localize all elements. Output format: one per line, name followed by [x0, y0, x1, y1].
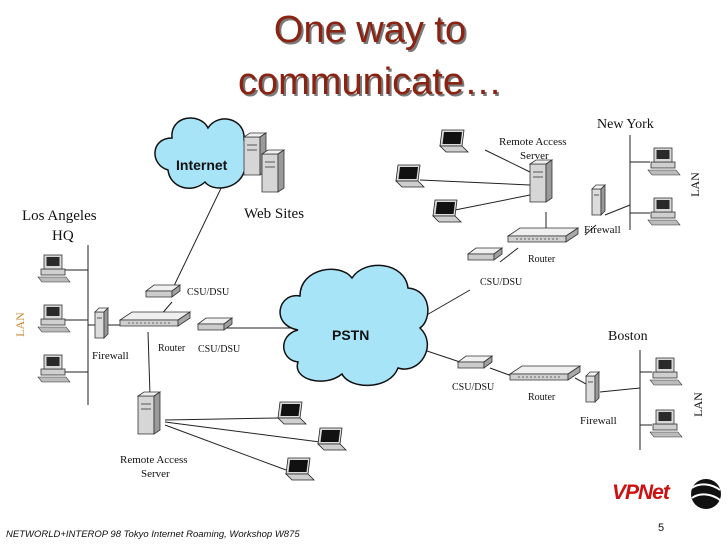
ny-remote-access-label: Remote Access [499, 136, 567, 148]
boston-pc-icon [649, 357, 683, 386]
laptop-icon [432, 199, 462, 223]
boston-lan-label: LAN [690, 392, 705, 417]
ny-pc-icon [647, 197, 681, 226]
la-csu-dsu-icon [197, 317, 233, 331]
la-csu-dsu-right-label: CSU/DSU [198, 344, 241, 355]
boston-csu-dsu-icon [457, 355, 493, 369]
ny-lan-label: LAN [687, 172, 702, 197]
page-number: 5 [658, 522, 665, 534]
ny-server-label: Server [520, 150, 549, 162]
boston-csu-dsu-label: CSU/DSU [452, 382, 495, 393]
pstn-cloud [279, 264, 429, 386]
footer-text: NETWORLD+INTEROP 98 Tokyo Internet Roami… [6, 529, 300, 540]
laptop-icon [277, 401, 307, 425]
new-york-location-label: New York [597, 117, 654, 132]
ny-csu-dsu-icon [467, 247, 503, 261]
la-pc-icon [37, 254, 71, 283]
la-pc-icon [37, 354, 71, 383]
la-router-label: Router [158, 343, 186, 354]
la-csu-dsu-top-label: CSU/DSU [187, 287, 230, 298]
ny-firewall-label: Firewall [584, 224, 621, 236]
internet-cloud [154, 117, 259, 189]
laptop-icon [317, 427, 347, 451]
la-server-label: Server [141, 468, 170, 480]
boston-firewall-label: Firewall [580, 415, 617, 427]
boston-pc-icon [649, 409, 683, 438]
hq-label: HQ [52, 228, 74, 244]
la-pc-icon [37, 304, 71, 333]
ny-pc-icon [647, 147, 681, 176]
la-remote-access-server-icon [137, 391, 161, 435]
la-csu-dsu-icon [145, 284, 181, 298]
la-firewall-icon [94, 307, 109, 339]
ny-router-icon [507, 227, 579, 243]
la-location-label: Los Angeles [22, 208, 97, 224]
web-sites-label: Web Sites [244, 206, 305, 222]
la-lan-label: LAN [12, 312, 27, 337]
boston-router-icon [509, 365, 581, 381]
boston-location-label: Boston [608, 329, 648, 344]
title-line-2: communicate… [238, 61, 502, 103]
ny-remote-access-server-icon [529, 159, 553, 203]
ny-firewall-icon [591, 184, 606, 216]
internet-label: Internet [176, 157, 228, 173]
boston-firewall-icon [585, 371, 600, 403]
web-server-icon [261, 149, 285, 193]
la-remote-access-label: Remote Access [120, 454, 188, 466]
title-line-1: One way to [273, 9, 467, 51]
boston-router-label: Router [528, 392, 556, 403]
la-firewall-label: Firewall [92, 350, 129, 362]
ny-router-label: Router [528, 254, 556, 265]
laptop-icon [285, 457, 315, 481]
ny-csu-dsu-label: CSU/DSU [480, 277, 523, 288]
la-router-icon [119, 311, 191, 327]
pstn-label: PSTN [332, 327, 370, 343]
vpnet-logo: VPNet [612, 481, 670, 504]
laptop-icon [439, 129, 469, 153]
laptop-icon [395, 164, 425, 188]
